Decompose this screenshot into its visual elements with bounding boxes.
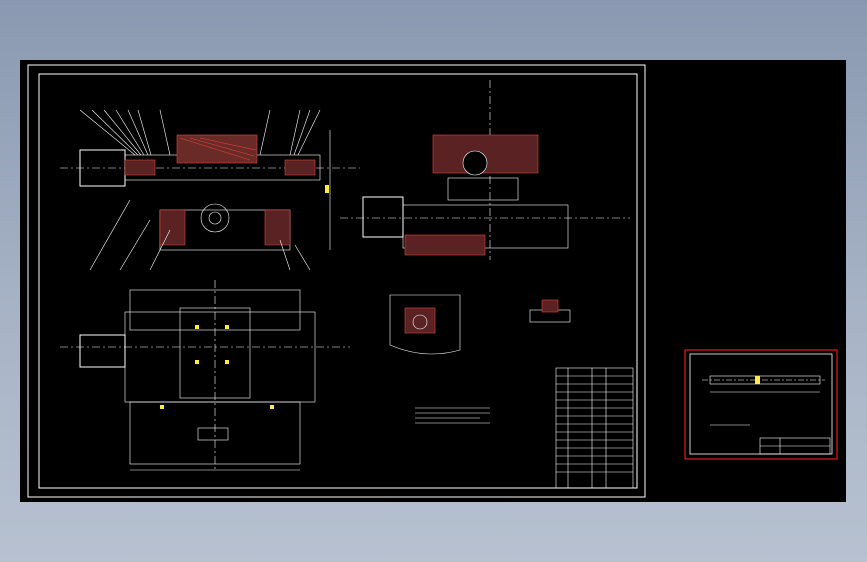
detail-sheet[interactable] [684,349,838,460]
base-hatch-right [264,209,291,246]
side-base-hatch [404,234,486,256]
detail-b-hatch [541,299,559,313]
leader-lines-bottom [89,199,311,271]
main-sheet[interactable] [27,64,646,498]
motor-body [79,149,126,187]
shaft-marker [755,376,760,384]
side-rail [447,177,519,201]
technical-notes[interactable] [415,407,490,424]
plan-base [129,401,301,465]
parts-list-rows [556,368,633,488]
side-motor [362,196,404,238]
bearing-right [284,159,316,176]
plan-nut [197,427,229,441]
plan-table [124,311,316,403]
main-sheet-outer-frame [27,64,646,498]
front-section-view[interactable] [60,109,360,271]
marker [325,185,329,193]
guide-circle [200,203,230,233]
plan-motor [79,334,126,368]
base-hatch-left [159,209,186,246]
side-section-view[interactable] [340,80,630,260]
main-sheet-inner-frame [38,73,638,489]
side-base [402,204,569,249]
drawing-canvas[interactable] [20,60,846,502]
bolt-markers [160,325,274,409]
hatch-lines [179,137,257,161]
top-plan-view[interactable] [60,280,350,471]
lead-screw-shaft [709,375,821,385]
parts-list-table[interactable] [555,367,634,489]
detail-a-outline [389,294,461,355]
detail-a-bore [412,314,428,330]
leader-lines-right [259,109,321,156]
selection-highlight [684,349,838,460]
slider-block [176,134,258,164]
leader-lines-left [79,109,171,156]
plan-slider [179,307,251,399]
parts-list-frame [555,367,634,489]
detail-view-a[interactable] [389,294,461,355]
guide-circle-inner [208,211,222,225]
cad-drawing [27,64,838,498]
detail-view-b[interactable] [529,299,571,323]
plan-top-block [129,289,301,331]
side-bore [462,150,488,176]
bearing-left [124,159,156,176]
detail-sheet-frame [689,353,833,455]
